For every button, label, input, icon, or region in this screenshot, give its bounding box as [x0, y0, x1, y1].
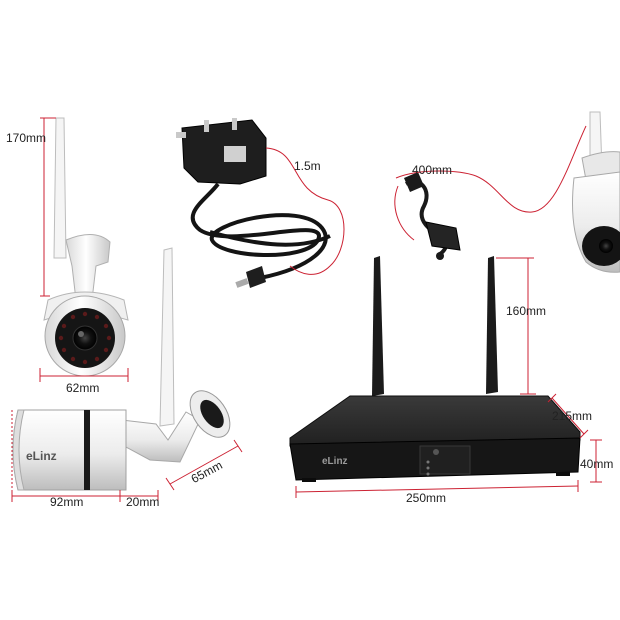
adapter-label: [224, 146, 246, 162]
camera-partial-view: [572, 111, 620, 273]
camera-side-view: [12, 247, 231, 491]
extension-cable-length-label: 400mm: [412, 163, 453, 177]
nvr-depth-dimension-line: [547, 393, 589, 439]
extension-cable-dimension-line: [394, 125, 587, 241]
adapter-dc-plug: [246, 266, 266, 288]
camera-lens: [72, 325, 98, 351]
adapter-cable-length-label: 1.5m: [294, 159, 321, 173]
nvr-height-label: 40mm: [580, 457, 614, 471]
camera-antenna-height-label: 170mm: [6, 131, 47, 145]
nvr-drive-bay: [419, 445, 471, 475]
camera-mount-length-label: 20mm: [126, 495, 160, 509]
extension-connector: [404, 172, 424, 192]
adapter-prong: [176, 132, 186, 138]
nvr-width-dimension-line: [295, 480, 579, 498]
nvr-antenna-height-label: 160mm: [506, 304, 547, 318]
camera-mount: [65, 234, 111, 301]
camera-body-length-label: 92mm: [50, 495, 84, 509]
nvr-depth-label: 215mm: [552, 409, 593, 423]
camera-front-view: [43, 117, 129, 377]
camera-antenna: [53, 117, 67, 259]
extension-rj45-head: [425, 221, 461, 251]
nvr-height-dimension-line: [590, 439, 602, 483]
adapter-cable: [190, 182, 328, 280]
camera-height-dimension-line: [40, 117, 56, 297]
nvr-antenna-height-dimension-line: [496, 257, 536, 395]
camera-length-dimension-line: [11, 410, 159, 502]
camera-front-width-label: 62mm: [66, 381, 100, 395]
camera-brand-logo: eLinz: [26, 449, 57, 463]
nvr-power-button: [433, 449, 439, 455]
camera-side-band: [84, 410, 90, 490]
adapter-cable-dimension-line: [265, 147, 345, 275]
nvr-recorder: [289, 256, 581, 482]
nvr-brand-logo: eLinz: [322, 456, 348, 467]
nvr-antenna-right: [486, 256, 498, 394]
power-adapter: [176, 118, 331, 288]
camera-ir-leds: [58, 311, 112, 365]
camera-width-dimension-line: [39, 368, 129, 382]
nvr-antenna-left: [372, 256, 384, 396]
camera-mount-depth-dimension-line: [165, 439, 243, 491]
extension-cable: [404, 172, 461, 260]
camera-side-antenna: [159, 247, 175, 427]
nvr-width-label: 250mm: [406, 491, 447, 505]
